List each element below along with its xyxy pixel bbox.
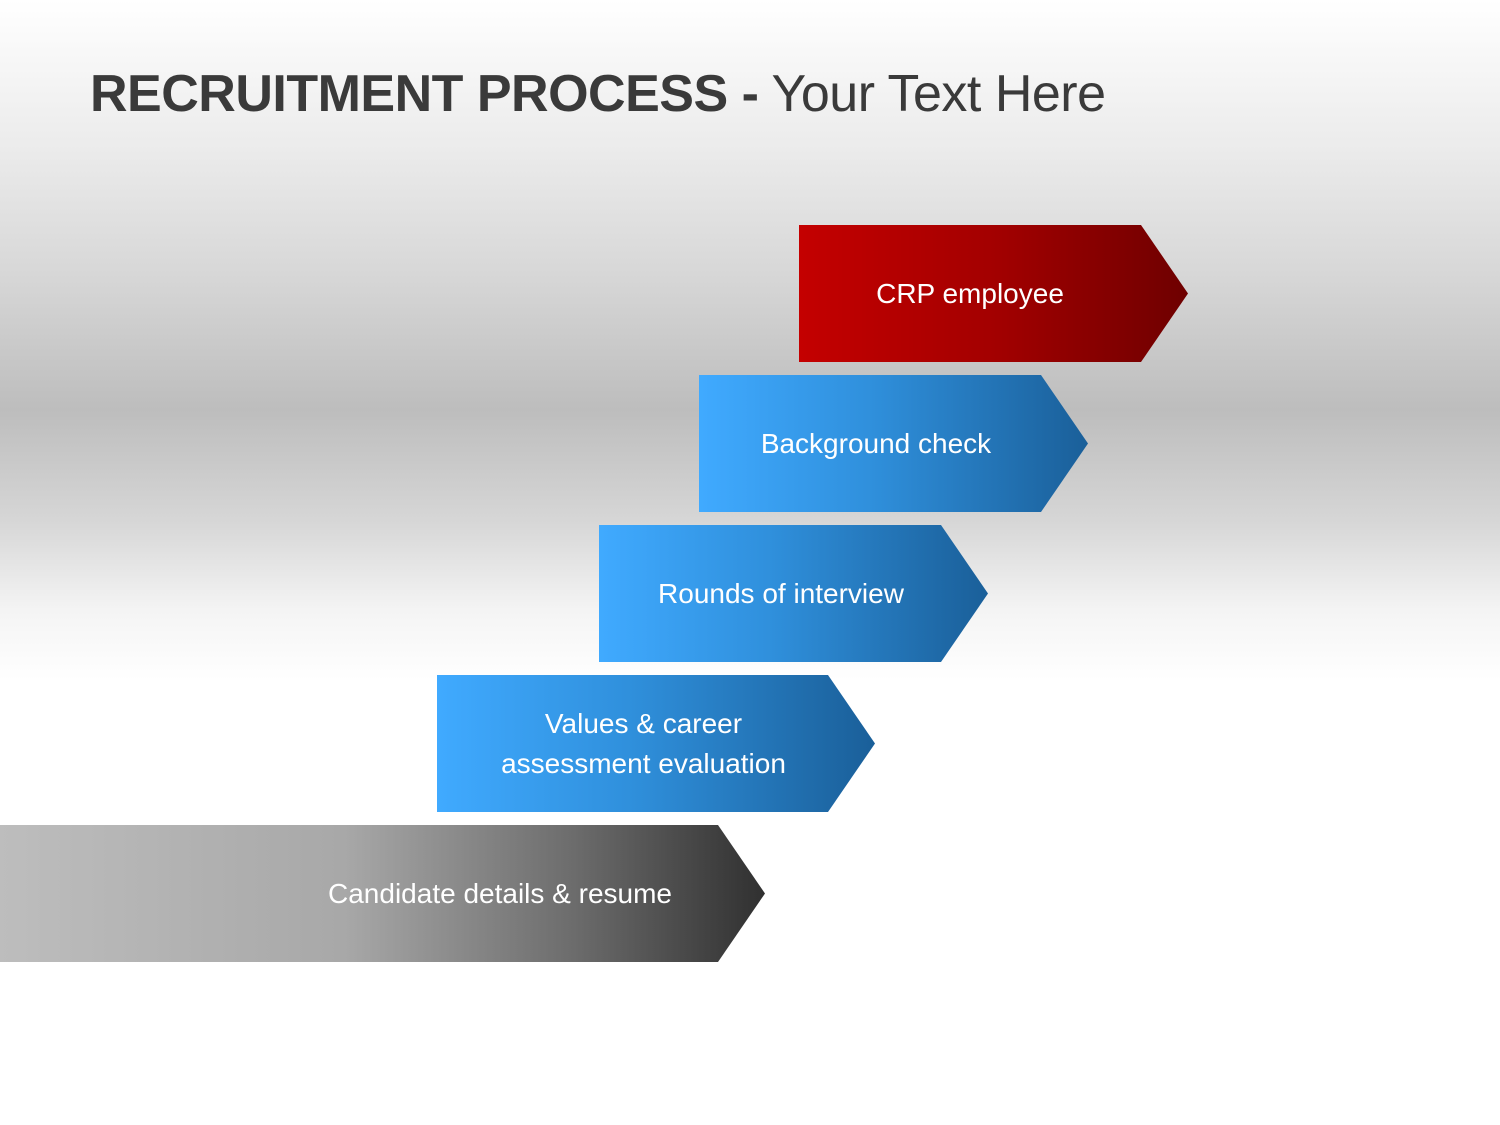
step-label: CRP employee	[876, 277, 1064, 309]
step-candidate-details: Candidate details & resume	[0, 825, 765, 962]
step-rounds-of-interview: Rounds of interview	[599, 525, 988, 662]
step-crp-employee: CRP employee	[799, 225, 1188, 362]
step-background-check: Background check	[699, 375, 1088, 512]
step-label: Values & career assessment evaluation	[501, 707, 786, 779]
step-label: Rounds of interview	[658, 577, 904, 609]
step-values-assessment: Values & career assessment evaluation	[437, 675, 875, 812]
slide-title: RECRUITMENT PROCESS - Your Text Here	[90, 60, 1106, 128]
title-subtitle: Your Text Here	[771, 65, 1106, 123]
title-bold: RECRUITMENT PROCESS -	[90, 65, 759, 123]
step-label: Candidate details & resume	[328, 877, 672, 909]
step-label: Background check	[760, 427, 992, 459]
